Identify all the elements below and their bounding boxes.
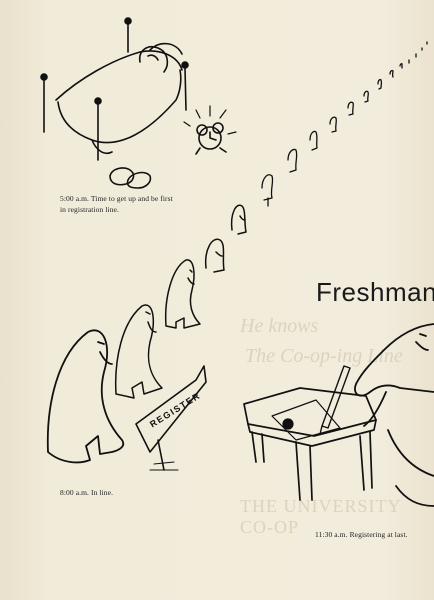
bleed-through-line-3: THE UNIVERSITY CO-OP bbox=[240, 496, 401, 537]
student-figure-icon bbox=[114, 204, 247, 399]
bleed-through-line-1: He knows bbox=[240, 315, 319, 337]
caption-in-line: 8:00 a.m. In line. bbox=[60, 488, 114, 497]
student-figure-front bbox=[46, 329, 125, 464]
alarm-clock-icon bbox=[183, 105, 237, 155]
bed-icon bbox=[40, 17, 189, 161]
signpost-icon bbox=[135, 365, 207, 471]
paper-icon bbox=[271, 399, 341, 441]
page-title: Freshman: bbox=[316, 277, 434, 307]
student-figure-trail bbox=[261, 41, 428, 207]
desk-icon bbox=[243, 387, 377, 501]
slippers-icon bbox=[109, 167, 152, 189]
caption-registering: 11:30 a.m. Registering at last. bbox=[315, 530, 408, 539]
caption-morning: 5:00 a.m. Time to get up and be first in… bbox=[60, 194, 173, 214]
hand-icon bbox=[354, 323, 434, 507]
pen-icon bbox=[319, 365, 351, 435]
bleed-through-line-2: The Co-op-ing Line bbox=[245, 345, 403, 367]
